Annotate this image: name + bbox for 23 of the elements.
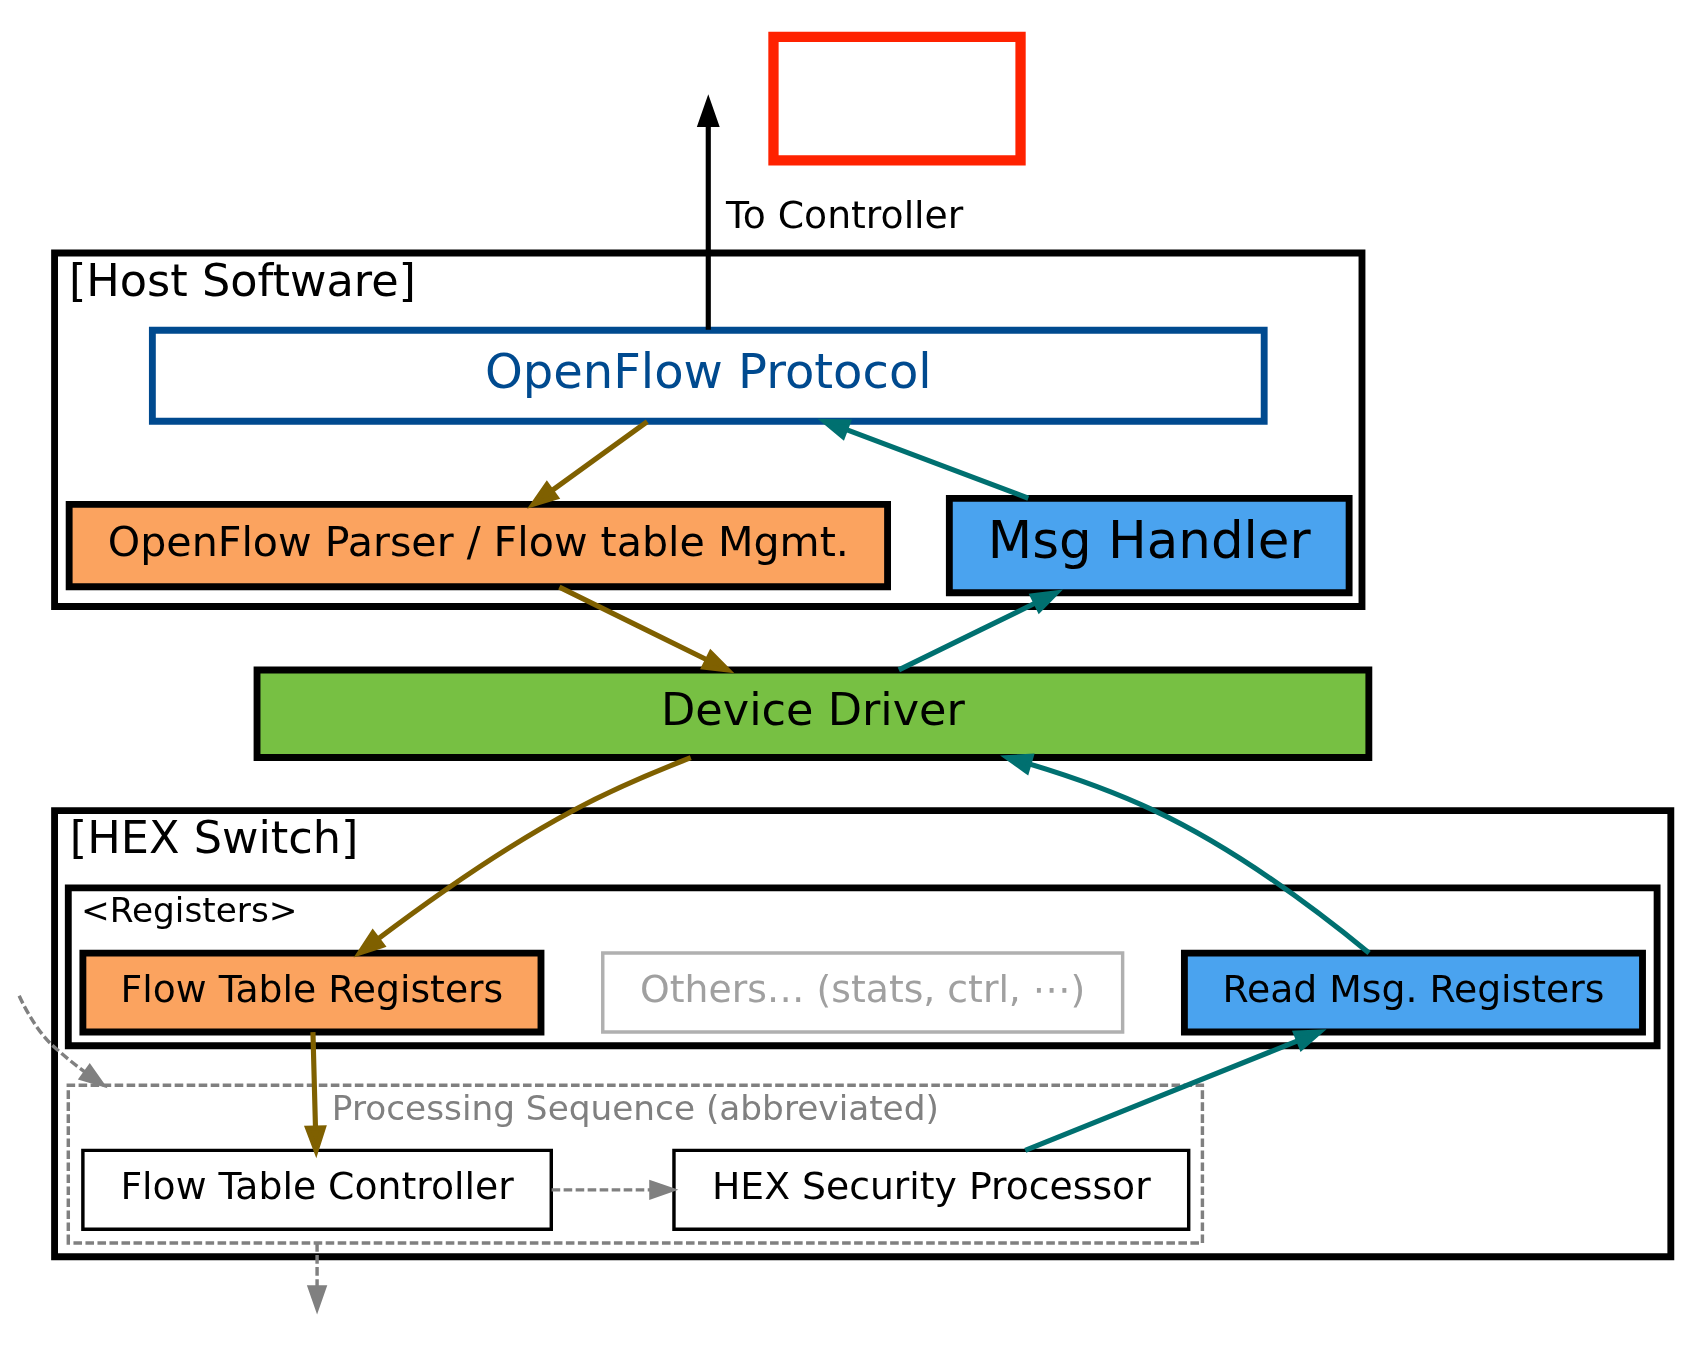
arrow [304,1031,327,1158]
node-box: OpenFlow Protocol [148,326,1268,425]
node-box: Read Msg. Registers [1180,949,1646,1035]
node-box: OpenFlow Parser / Flow table Mgmt. [65,500,891,590]
arrow [817,418,1030,501]
node-box: Flow Table Controller [81,1148,553,1231]
arrow [1024,1028,1327,1153]
arrow [897,589,1063,672]
node-box: HEX Security Processor [672,1148,1191,1231]
arrow [527,419,649,509]
arrow [353,754,692,957]
node-box: Device Driver [253,666,1373,761]
arrow [306,1242,328,1314]
arrow [551,1179,679,1200]
arrow [17,994,108,1088]
node-box: Others… (stats, ctrl, ⋯) [601,950,1125,1034]
node-box: Flow Table Registers [79,949,545,1035]
node-box [768,31,1026,166]
arrow [696,93,720,330]
arrow [558,584,735,673]
arrow [1000,753,1371,955]
node-box: Msg Handler [945,494,1353,596]
edge-label: To Controller [726,192,964,237]
